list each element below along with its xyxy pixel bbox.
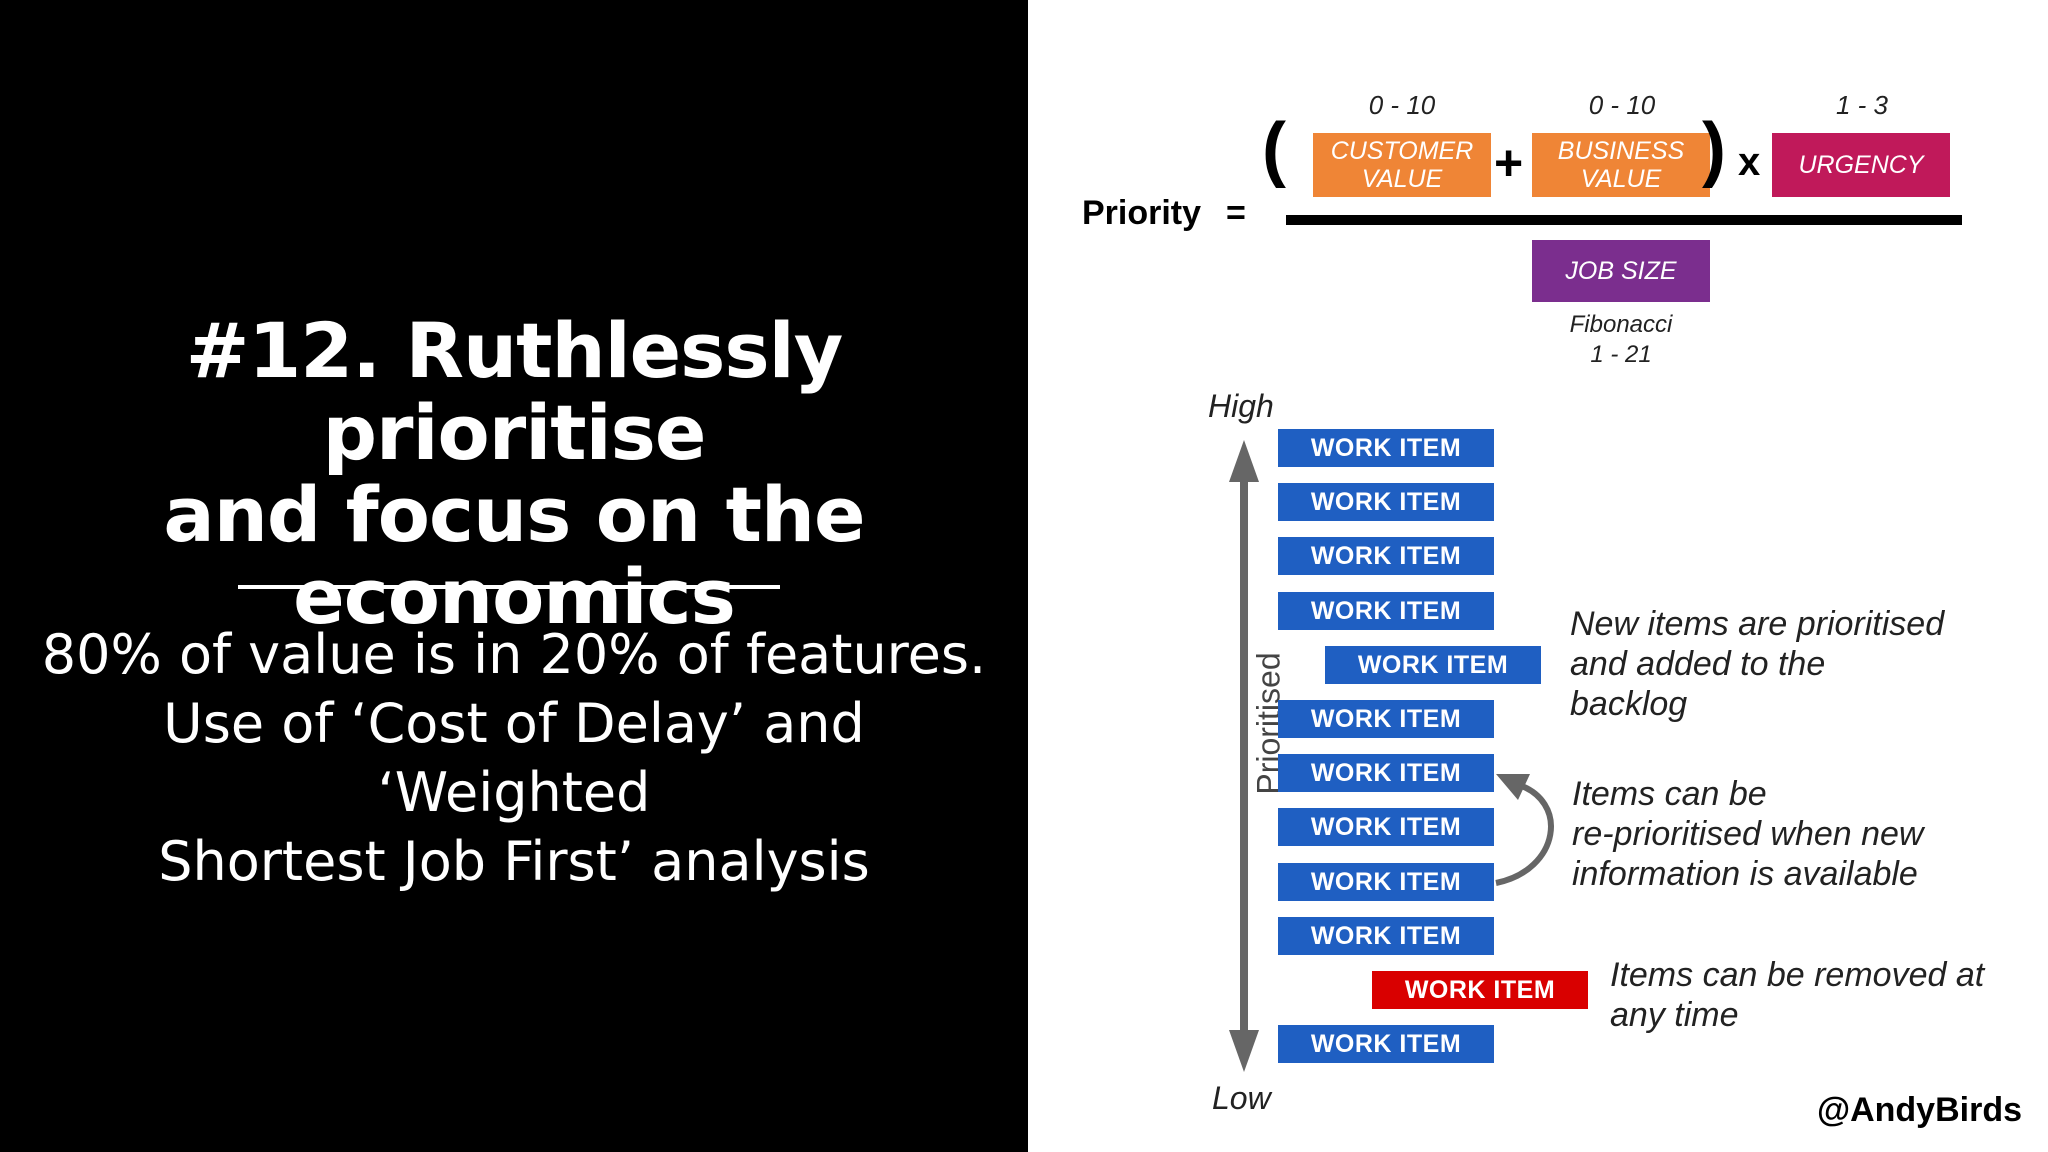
left-panel: #12. Ruthlessly prioritise and focus on … (0, 0, 1028, 1152)
business-value-line-1: BUSINESS (1557, 137, 1685, 165)
note-reprioritise-line-3: information is available (1572, 855, 1918, 893)
job-size-box: JOB SIZE (1532, 240, 1710, 302)
work-item: WORK ITEM (1278, 1025, 1494, 1063)
work-item: WORK ITEM (1278, 483, 1494, 521)
work-item-new: WORK ITEM (1325, 646, 1541, 684)
work-item: WORK ITEM (1278, 917, 1494, 955)
note-removed: Items can be removed at any time (1610, 955, 1984, 1035)
fraction-bar (1286, 215, 1962, 225)
note-new-items-line-2: and added to the (1570, 645, 1826, 683)
subtitle-line-2: Use of ‘Cost of Delay’ and ‘Weighted (163, 692, 865, 824)
plus-sign: + (1494, 135, 1524, 191)
reprioritise-arrowhead-icon (1496, 774, 1530, 800)
close-paren: ) (1702, 109, 1726, 189)
job-size-scale: Fibonacci 1 - 21 (1532, 310, 1710, 370)
equals-sign: = (1226, 194, 1246, 232)
work-item: WORK ITEM (1278, 808, 1494, 846)
note-new-items-line-1: New items are prioritised (1570, 605, 1945, 643)
slide-subtitle: 80% of value is in 20% of features. Use … (20, 620, 1008, 896)
note-reprioritise-line-2: re-prioritised when new (1572, 815, 1924, 853)
work-item: WORK ITEM (1278, 700, 1494, 738)
business-value-box: BUSINESS VALUE (1532, 133, 1710, 197)
note-reprioritise-line-1: Items can be (1572, 775, 1767, 813)
work-item-removed: WORK ITEM (1372, 971, 1588, 1009)
title-line-2: and focus on the (163, 470, 865, 559)
work-item: WORK ITEM (1278, 429, 1494, 467)
work-item: WORK ITEM (1278, 592, 1494, 630)
customer-value-range: 0 - 10 (1368, 90, 1436, 120)
low-label: Low (1212, 1080, 1271, 1116)
title-line-3: economics (293, 552, 736, 641)
work-item: WORK ITEM (1278, 754, 1494, 792)
priority-label: Priority (1082, 194, 1202, 232)
note-reprioritise: Items can be re-prioritised when new inf… (1572, 774, 1924, 894)
customer-value-line-1: CUSTOMER (1330, 137, 1474, 165)
author-handle: @AndyBirds (1816, 1091, 2022, 1129)
job-size-scale-line-2: 1 - 21 (1590, 341, 1652, 368)
note-removed-line-1: Items can be removed at (1610, 956, 1985, 994)
note-new-items: New items are prioritised and added to t… (1570, 604, 1944, 724)
down-arrowhead-icon (1229, 1030, 1259, 1072)
slide-title: #12. Ruthlessly prioritise and focus on … (0, 310, 1028, 638)
note-new-items-line-3: backlog (1570, 685, 1688, 723)
open-paren: ( (1262, 109, 1286, 189)
work-item: WORK ITEM (1278, 863, 1494, 901)
reprioritise-curve-arrow (1495, 781, 1554, 886)
subtitle-line-3: Shortest Job First’ analysis (158, 830, 870, 893)
customer-value-line-2: VALUE (1361, 165, 1443, 193)
high-label: High (1208, 388, 1274, 424)
title-line-1: #12. Ruthlessly prioritise (185, 306, 844, 477)
job-size-scale-line-1: Fibonacci (1569, 311, 1673, 338)
customer-value-box: CUSTOMER VALUE (1313, 133, 1491, 197)
work-item: WORK ITEM (1278, 537, 1494, 575)
up-arrowhead-icon (1229, 440, 1259, 482)
business-value-range: 0 - 10 (1588, 90, 1656, 120)
title-divider (238, 585, 780, 589)
urgency-range: 1 - 3 (1835, 90, 1889, 120)
note-removed-line-2: any time (1610, 996, 1739, 1034)
subtitle-line-1: 80% of value is in 20% of features. (41, 623, 987, 686)
times-sign: x (1738, 140, 1761, 184)
business-value-line-2: VALUE (1580, 165, 1662, 193)
urgency-box: URGENCY (1772, 133, 1950, 197)
